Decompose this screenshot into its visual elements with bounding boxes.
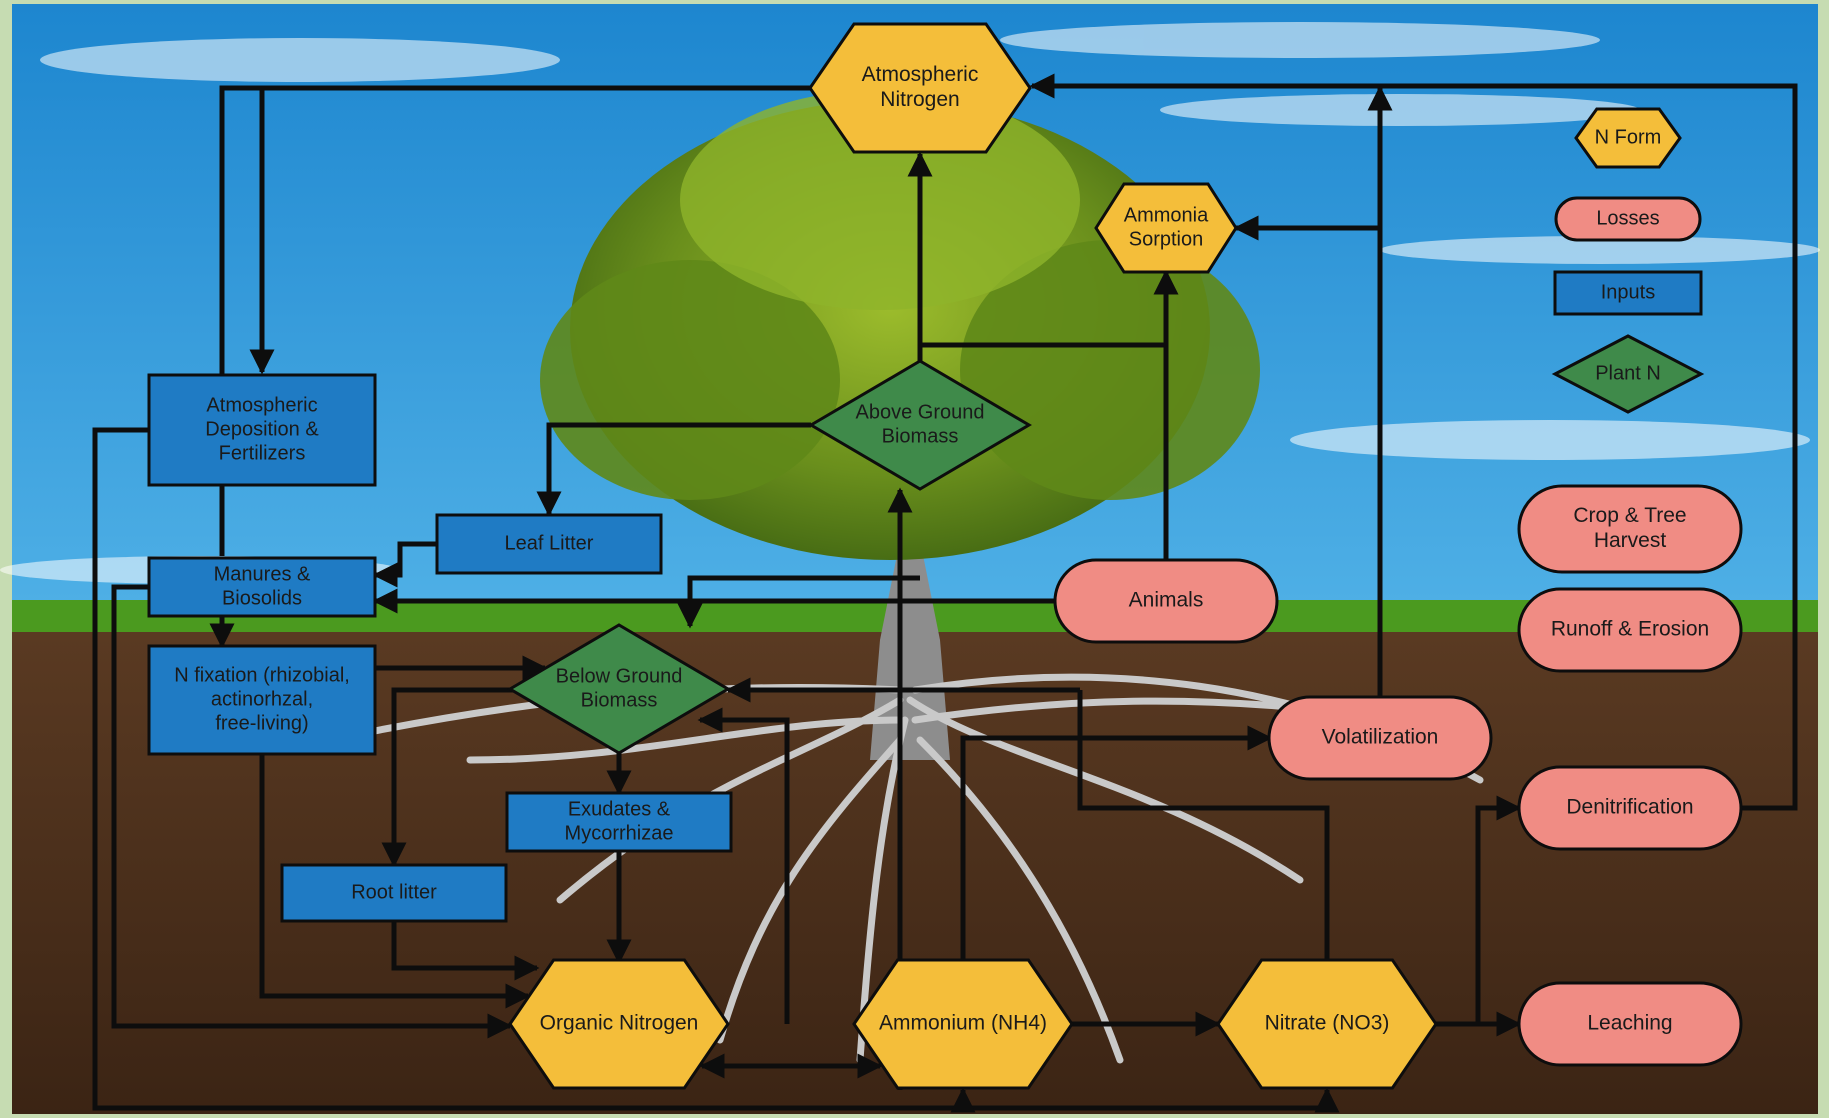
legend-item-inputs: Inputs (1553, 270, 1703, 316)
node-n-fixation: N fixation (rhizobial,actinorhzal,free-l… (147, 644, 377, 756)
flow-arrow (536, 422, 811, 517)
node-label-line: Runoff & Erosion (1551, 618, 1709, 641)
node-leaching: Leaching (1517, 981, 1743, 1067)
node-label-line: Above Ground (856, 401, 985, 423)
node-denitrification: Denitrification (1517, 765, 1743, 851)
diagram-nodes: AtmosphericNitrogenAmmoniaSorptionAbove … (147, 22, 1743, 1090)
node-root-litter: Root litter (280, 863, 508, 923)
node-label-line: Leaf Litter (505, 532, 594, 554)
node-manures-biosolids: Manures &Biosolids (147, 556, 377, 618)
flow-arrow (372, 541, 437, 588)
legend-item-plant-n: Plant N (1551, 334, 1705, 414)
legend-label: N Form (1595, 126, 1662, 148)
node-label-line: Crop & Tree (1573, 504, 1686, 527)
node-label-line: Nitrogen (880, 88, 959, 111)
flow-arrow (219, 85, 810, 374)
legend-label: Inputs (1601, 281, 1655, 303)
node-label-line: Manures & (214, 563, 311, 585)
flow-arrow (391, 921, 540, 981)
node-label-line: Leaching (1587, 1012, 1672, 1035)
node-label-line: Biomass (581, 689, 658, 711)
legend-label: Losses (1596, 207, 1659, 229)
node-label-line: Below Ground (556, 665, 683, 687)
flow-arrow (677, 575, 920, 629)
node-volatilization: Volatilization (1267, 695, 1493, 781)
node-label-line: Biomass (882, 425, 959, 447)
flow-arrow (960, 725, 1273, 960)
legend-label: Plant N (1595, 362, 1661, 384)
flow-arrow (259, 754, 531, 1009)
legend-item-losses: Losses (1554, 196, 1702, 242)
node-ammonium: Ammonium (NH4) (852, 958, 1074, 1090)
flow-arrow (381, 687, 540, 868)
node-label-line: Harvest (1594, 529, 1667, 552)
node-label-line: actinorhzal, (211, 688, 313, 710)
node-label-line: Organic Nitrogen (540, 1012, 699, 1035)
node-organic-nitrogen: Organic Nitrogen (508, 958, 730, 1090)
node-label-line: Ammonium (NH4) (879, 1012, 1047, 1035)
flow-arrow (1077, 690, 1330, 960)
node-label-line: Sorption (1129, 228, 1204, 250)
flow-arrow (92, 427, 1327, 1111)
legend-item-n-form: N Form (1574, 107, 1682, 169)
node-runoff-erosion: Runoff & Erosion (1517, 587, 1743, 673)
node-label-line: N fixation (rhizobial, (174, 664, 350, 686)
node-label-line: Animals (1129, 589, 1204, 612)
node-label-line: Atmospheric (206, 394, 317, 416)
flow-arrow (111, 584, 513, 1039)
node-label-line: Deposition & (205, 418, 319, 440)
node-label-line: Denitrification (1566, 796, 1693, 819)
node-label-line: Biosolids (222, 587, 302, 609)
node-label-line: Atmospheric (862, 63, 979, 86)
node-label-line: Fertilizers (219, 442, 306, 464)
node-label-line: Nitrate (NO3) (1265, 1012, 1390, 1035)
flow-arrow (697, 707, 790, 1024)
node-label-line: Mycorrhizae (565, 822, 674, 844)
node-label-line: Volatilization (1322, 726, 1439, 749)
node-label-line: Root litter (351, 881, 437, 903)
node-label-line: Exudates & (568, 798, 671, 820)
node-leaf-litter: Leaf Litter (435, 513, 663, 575)
tree-illustration (326, 90, 1484, 1064)
node-exudates: Exudates &Mycorrhizae (505, 791, 733, 853)
flow-arrow (1475, 795, 1522, 1024)
node-animals: Animals (1053, 558, 1279, 644)
node-label-line: Ammonia (1124, 204, 1209, 226)
node-nitrate: Nitrate (NO3) (1216, 958, 1438, 1090)
flow-arrow (1029, 73, 1798, 811)
node-label-line: free-living) (215, 712, 308, 734)
